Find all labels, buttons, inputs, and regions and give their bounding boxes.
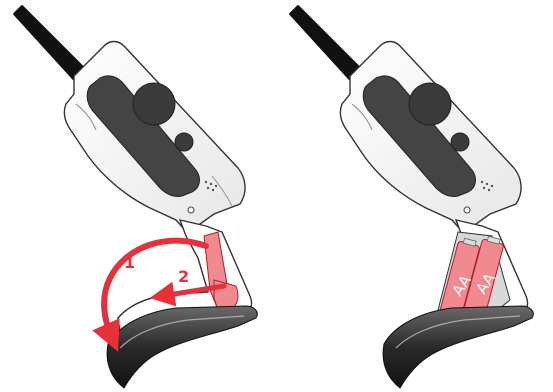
control-panel [362,75,476,197]
panel-open-compartment: 1 2 [13,5,258,389]
arrow-step-2 [149,281,227,307]
speaker-grille [204,180,218,192]
antenna [13,5,89,83]
step-2-label: 2 [178,267,189,286]
screw [187,206,195,214]
panel-insert-batteries: AA AA [289,5,534,389]
side-button [450,132,470,152]
screw [463,206,471,214]
grip [106,305,258,389]
arrow-step-1 [92,237,209,352]
main-button [132,82,176,126]
step-1-label: 1 [124,253,135,272]
antenna [289,5,365,83]
side-button [174,132,194,152]
control-panel [86,75,200,197]
main-button [408,82,452,126]
grip [382,305,534,389]
speaker-grille [480,180,494,192]
